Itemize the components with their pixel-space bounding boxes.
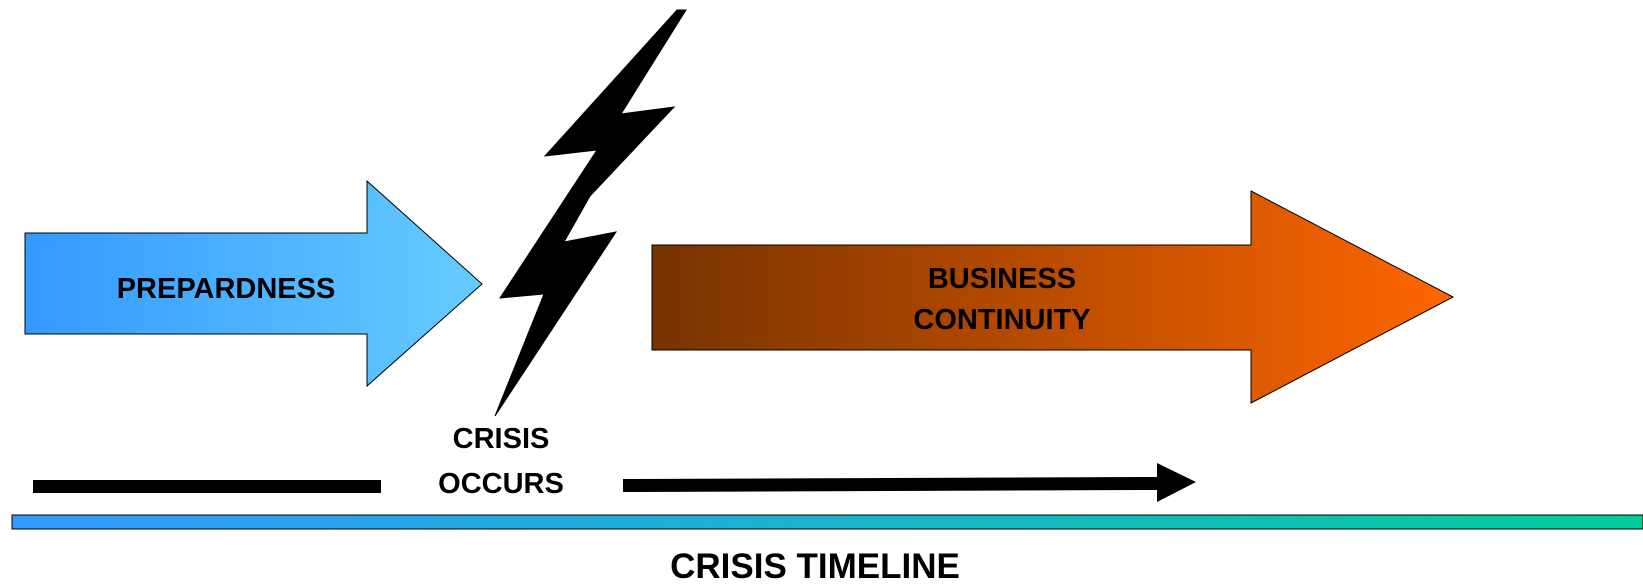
post-crisis-timeline-arrow [623, 463, 1196, 502]
preparedness-label: PREPARDNESS [117, 273, 336, 305]
crisis-occurs-label-line2: OCCURS [438, 468, 564, 500]
lightning-bolt-icon [494, 9, 687, 417]
business-continuity-label-line2: CONTINUITY [913, 304, 1090, 336]
pre-crisis-timeline-line [33, 480, 381, 493]
preparedness-arrow: PREPARDNESS [24, 179, 483, 388]
crisis-timeline-title: CRISIS TIMELINE [670, 547, 960, 586]
crisis-occurs-label-line1: CRISIS [453, 423, 550, 455]
crisis-timeline-bar [11, 514, 1643, 530]
business-continuity-arrow: BUSINESS CONTINUITY [651, 190, 1455, 404]
business-continuity-label-line1: BUSINESS [928, 263, 1076, 295]
